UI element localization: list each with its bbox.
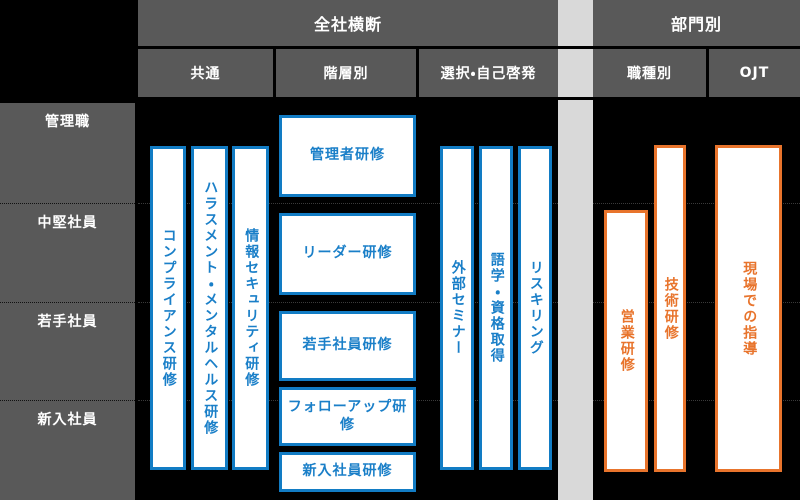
row-label-new-hires-text: 新入社員 <box>37 412 98 428</box>
column-header-elective: 選択・自己啓発 <box>419 49 558 97</box>
card-follow-up-training[interactable]: フォローアップ研修 <box>279 387 416 446</box>
card-manager-training-label: 管理者研修 <box>310 147 385 164</box>
column-header-common: 共通 <box>138 49 273 97</box>
card-external-seminar-label: 外部セミナー <box>449 260 466 356</box>
card-reskilling[interactable]: リスキリング <box>518 146 552 470</box>
card-language-certification-label: 語学・資格取得 <box>488 252 505 364</box>
card-technical-training[interactable]: 技術研修 <box>654 145 686 472</box>
column-header-by-job-type: 職種別 <box>593 49 706 97</box>
card-external-seminar[interactable]: 外部セミナー <box>440 146 474 470</box>
card-on-site-guidance[interactable]: 現場での指導 <box>715 145 782 472</box>
card-sales-training[interactable]: 営業研修 <box>604 210 648 472</box>
row-label-managers: 管理職 <box>0 103 135 203</box>
card-compliance-label: コンプライアンス研修 <box>160 228 177 388</box>
card-new-hire-training-label: 新入社員研修 <box>302 463 393 480</box>
row-label-mid-career-text: 中堅社員 <box>37 215 98 231</box>
row-label-junior-text: 若手社員 <box>37 314 98 330</box>
section-divider-body <box>558 100 593 500</box>
card-new-hire-training[interactable]: 新入社員研修 <box>279 452 416 492</box>
card-junior-staff-training-label: 若手社員研修 <box>302 337 393 354</box>
card-reskilling-label: リスキリング <box>527 260 544 356</box>
card-on-site-guidance-label: 現場での指導 <box>741 260 758 357</box>
card-follow-up-training-label: フォローアップ研修 <box>287 399 408 433</box>
row-label-mid-career: 中堅社員 <box>0 203 135 302</box>
section-divider-top <box>558 0 593 46</box>
group-header-by-department-label: 部門別 <box>670 15 722 34</box>
card-technical-training-label: 技術研修 <box>662 276 679 341</box>
column-header-by-level: 階層別 <box>276 49 416 97</box>
section-divider-subheader <box>558 49 593 97</box>
card-language-certification[interactable]: 語学・資格取得 <box>479 146 513 470</box>
row-label-new-hires: 新入社員 <box>0 400 135 500</box>
card-harassment-mental-health[interactable]: ハラスメント・メンタルヘルス研修 <box>191 146 228 470</box>
corner-blank-sub <box>0 49 135 97</box>
group-header-by-department: 部門別 <box>593 0 800 46</box>
column-header-elective-label: 選択・自己啓発 <box>440 66 537 82</box>
column-header-common-label: 共通 <box>190 66 221 82</box>
corner-blank-top <box>0 0 135 46</box>
card-compliance[interactable]: コンプライアンス研修 <box>150 146 186 470</box>
card-information-security[interactable]: 情報セキュリティ研修 <box>232 146 269 470</box>
card-leader-training[interactable]: リーダー研修 <box>279 213 416 295</box>
group-header-company-wide-label: 全社横断 <box>313 15 382 34</box>
column-header-by-level-label: 階層別 <box>323 66 369 82</box>
card-manager-training[interactable]: 管理者研修 <box>279 115 416 197</box>
column-header-ojt-label: OJT <box>739 65 770 81</box>
card-information-security-label: 情報セキュリティ研修 <box>243 228 260 388</box>
card-harassment-mental-health-label: ハラスメント・メンタルヘルス研修 <box>202 180 219 436</box>
column-header-by-job-type-label: 職種別 <box>627 66 672 82</box>
card-junior-staff-training[interactable]: 若手社員研修 <box>279 311 416 381</box>
column-header-ojt: OJT <box>709 49 800 97</box>
card-leader-training-label: リーダー研修 <box>302 245 393 262</box>
group-header-company-wide: 全社横断 <box>138 0 558 46</box>
row-label-junior: 若手社員 <box>0 302 135 400</box>
row-label-managers-text: 管理職 <box>45 114 90 130</box>
card-sales-training-label: 営業研修 <box>618 309 635 373</box>
